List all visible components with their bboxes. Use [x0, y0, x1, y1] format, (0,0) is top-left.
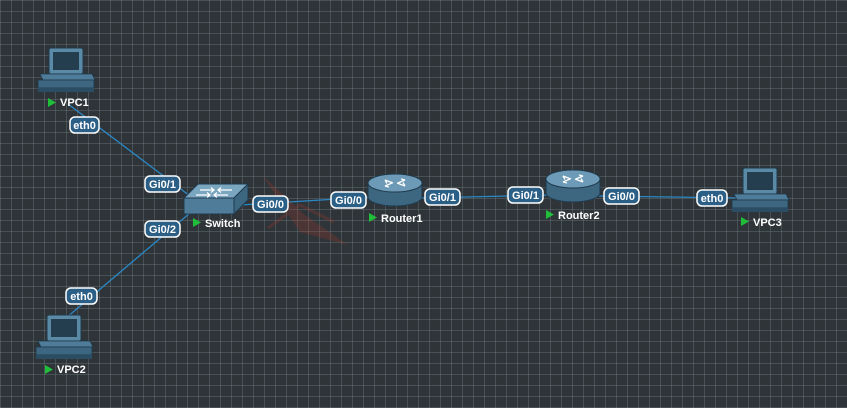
- svg-text:Gi0/0: Gi0/0: [335, 195, 362, 207]
- node-router1[interactable]: Router1: [367, 173, 423, 225]
- node-label-vpc2: VPC2: [57, 364, 86, 376]
- running-arrow-icon: [45, 365, 53, 374]
- svg-text:Gi0/1: Gi0/1: [512, 190, 539, 202]
- port-label-router2-gi0-1[interactable]: Gi0/1: [507, 186, 544, 204]
- links: [65, 103, 743, 319]
- node-label-router2: Router2: [558, 210, 600, 222]
- svg-text:Gi0/0: Gi0/0: [608, 191, 635, 203]
- switch-icon: [182, 182, 250, 216]
- svg-text:Gi0/0: Gi0/0: [257, 199, 284, 211]
- node-label-switch: Switch: [205, 218, 241, 230]
- node-label-vpc1: VPC1: [60, 97, 89, 109]
- running-arrow-icon: [546, 210, 554, 219]
- svg-text:eth0: eth0: [73, 120, 96, 132]
- running-arrow-icon: [48, 98, 56, 107]
- port-label-vpc1-eth0[interactable]: eth0: [69, 116, 100, 134]
- pc-icon: [731, 167, 790, 212]
- node-router2[interactable]: Router2: [545, 169, 601, 222]
- node-switch[interactable]: Switch: [182, 182, 250, 230]
- running-arrow-icon: [193, 218, 201, 227]
- pc-icon: [35, 314, 94, 359]
- node-vpc3[interactable]: VPC3: [731, 167, 790, 229]
- port-labels: eth0 Gi0/1 eth0 Gi0/2 Gi0/0 Gi0/0 Gi0/1: [65, 116, 728, 305]
- router-icon: [545, 169, 601, 203]
- node-vpc1[interactable]: VPC1: [37, 47, 96, 109]
- node-vpc2[interactable]: VPC2: [35, 314, 94, 376]
- pc-icon: [37, 47, 96, 92]
- svg-text:Gi0/1: Gi0/1: [149, 179, 176, 191]
- port-label-router1-gi0-0[interactable]: Gi0/0: [330, 191, 367, 209]
- watermark-logo: [262, 175, 348, 245]
- port-label-vpc2-eth0[interactable]: eth0: [65, 287, 98, 305]
- running-arrow-icon: [369, 213, 377, 222]
- port-label-router1-gi0-1[interactable]: Gi0/1: [424, 188, 461, 206]
- node-label-vpc3: VPC3: [753, 217, 782, 229]
- port-label-switch-gi0-2[interactable]: Gi0/2: [144, 220, 181, 238]
- running-arrow-icon: [741, 217, 749, 226]
- svg-text:eth0: eth0: [701, 193, 724, 205]
- node-label-router1: Router1: [381, 213, 423, 225]
- port-label-router2-gi0-0[interactable]: Gi0/0: [603, 187, 640, 205]
- svg-text:Gi0/2: Gi0/2: [149, 224, 176, 236]
- svg-text:Gi0/1: Gi0/1: [429, 192, 456, 204]
- svg-text:eth0: eth0: [70, 291, 93, 303]
- port-label-switch-gi0-1[interactable]: Gi0/1: [144, 175, 181, 193]
- router-icon: [367, 173, 423, 207]
- port-label-vpc3-eth0[interactable]: eth0: [696, 189, 728, 207]
- port-label-switch-gi0-0[interactable]: Gi0/0: [252, 195, 289, 213]
